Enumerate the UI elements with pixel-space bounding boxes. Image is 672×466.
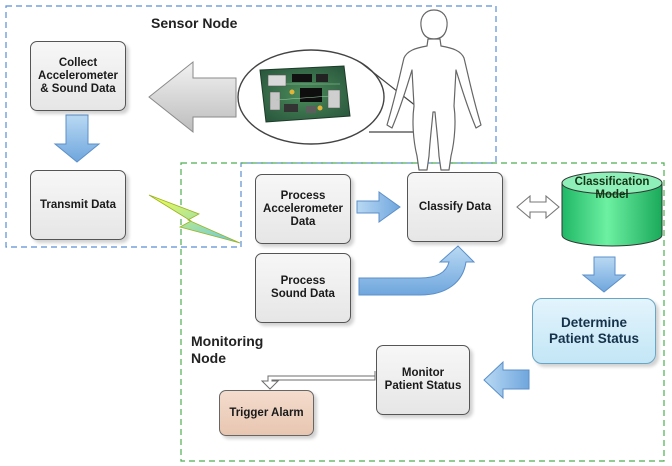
accel-to-classify-arrow [356, 191, 401, 223]
collect-to-transmit-arrow [53, 114, 101, 163]
sensor-to-collect-arrow [148, 60, 237, 134]
process-accelerometer-box: Process Accelerometer Data [255, 174, 351, 244]
monitoring-node-label: Monitoring Node [191, 333, 264, 366]
classification-model-cylinder [561, 171, 663, 247]
sound-to-classify-arrow [358, 245, 476, 296]
determine-status-box: Determine Patient Status [532, 298, 656, 364]
wireless-bolt-icon [148, 194, 241, 244]
collect-data-box: Collect Accelerometer & Sound Data [30, 41, 126, 111]
monitor-status-box: Monitor Patient Status [376, 345, 470, 415]
determine-to-monitor-arrow [483, 360, 530, 400]
transmit-data-box: Transmit Data [30, 170, 126, 240]
classify-model-double-arrow [516, 194, 560, 220]
classify-data-box: Classify Data [407, 172, 503, 242]
process-sound-box: Process Sound Data [255, 253, 351, 323]
sensor-node-label: Sensor Node [151, 15, 238, 31]
trigger-alarm-box: Trigger Alarm [219, 390, 314, 436]
model-to-determine-arrow [581, 256, 627, 293]
circuit-board-icon [259, 65, 351, 123]
classification-model-label: Classification Model [574, 176, 650, 201]
monitor-to-alarm-arrow [260, 371, 376, 390]
human-body-icon [386, 9, 482, 171]
